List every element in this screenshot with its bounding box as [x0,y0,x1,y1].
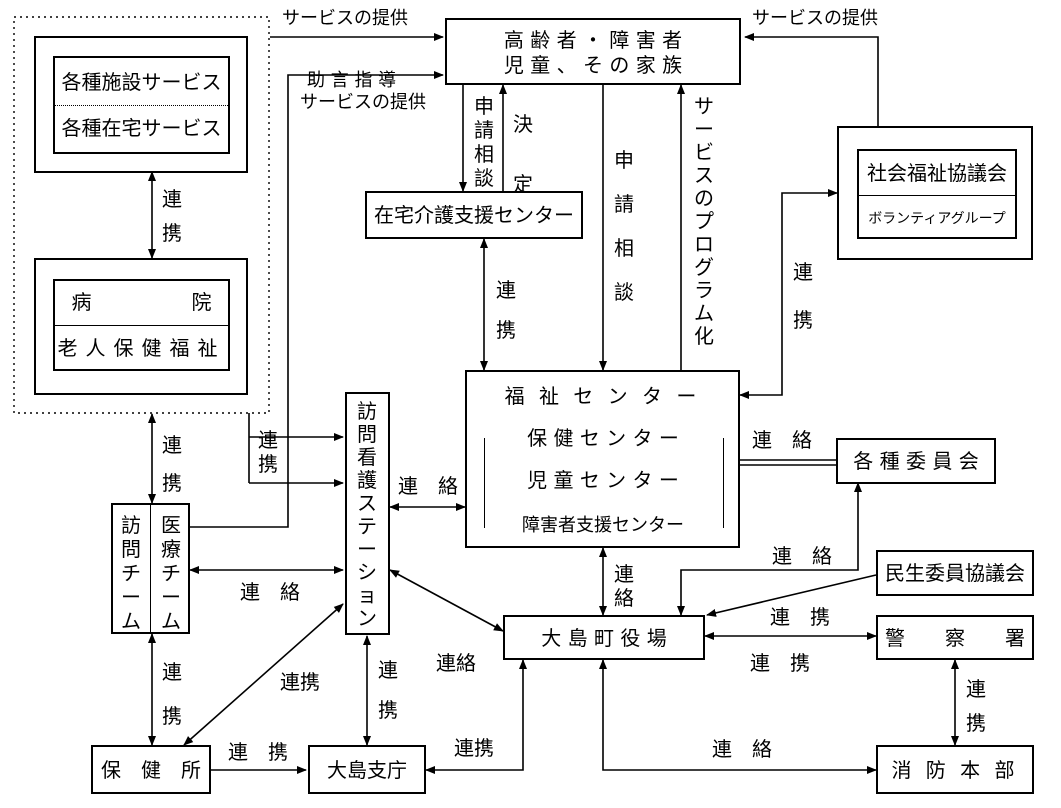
team-divider [150,505,151,632]
elderly-welfare-label: 老人保健福祉 [57,336,226,360]
public-health-center-label: 保 健 所 [101,758,201,782]
home-care-support-center-label: 在宅介護支援センター [374,203,574,227]
visiting-team-label: 訪問チーム [121,513,141,633]
shakai-link-label: 連携 [793,260,813,332]
hospital-label: 病 院 [71,290,212,314]
committees-label: 各 種 委 員 会 [853,449,979,473]
apply-consult-mid-label: 申請相談 [614,148,634,304]
police-station-label: 警 察 署 [885,626,1025,650]
welfare-center-label: 福 祉 セ ン タ ー [504,384,701,408]
station-shicho-link-label: 連携 [378,658,398,722]
hospital-team-link-label: 連携 [162,433,182,495]
welfare-commissioners-council-label: 民生委員協議会 [885,561,1025,585]
minsei-link-label: 連 携 [770,605,830,629]
facility-service-label: 各種施設サービス [61,70,222,94]
health-center-label: 保 健 セ ン タ ー [487,426,719,450]
fire-headquarters-box: 消 防 本 部 [876,745,1034,794]
disabled-support-center-label: 障害者支援センター [487,514,719,538]
team-hokenjo-link-label: 連携 [162,660,182,728]
advice-label-2: サービスの提供 [300,92,426,113]
team-station-contact-label: 連 絡 [240,580,300,604]
sub-center-bracket [484,438,724,528]
welfare-town-contact-label: 連絡 [614,562,634,610]
public-health-center-box: 保 健 所 [91,745,211,794]
fire-headquarters-label: 消 防 本 部 [891,758,1019,782]
home-service-label: 各種在宅サービス [61,116,222,140]
police-link-label: 連 携 [750,651,810,675]
committees-box: 各 種 委 員 会 [836,438,996,484]
station-welfare-contact-label: 連 絡 [398,474,458,498]
hospital-divider [55,325,228,326]
top-box-line2: 児 童 、 そ の 家 族 [503,53,683,77]
welfare-committee-contact-label: 連 絡 [752,428,812,452]
station-hokenjo-link-label: 連携 [280,670,320,694]
decision-label: 決定 [513,112,533,196]
social-welfare-council-box: 社会福祉協議会 ボランティアグループ [857,149,1017,239]
welfare-center-box: 福 祉 セ ン タ ー 保 健 セ ン タ ー 児 童 セ ン タ ー 障害者支… [465,370,740,548]
police-fire-link-label: 連携 [966,677,986,735]
station-town-contact-label: 連絡 [436,651,476,675]
visiting-nursing-station-box: 訪問看護ステーション [345,392,390,635]
committee-town-contact-label: 連 絡 [772,544,832,568]
volunteer-group-label: ボランティアグループ [868,211,1006,227]
home-care-support-center-box: 在宅介護支援センター [365,191,583,239]
service-right-label: サービスの提供 [752,8,878,29]
police-station-box: 警 察 署 [876,615,1034,660]
social-welfare-divider [859,195,1015,196]
elderly-disabled-families-box: 高 齢 者 ・ 障 害 者 児 童 、 そ の 家 族 [445,18,741,85]
medical-team-label: 医療チーム [161,513,181,633]
child-center-label: 児 童 セ ン タ ー [527,468,679,492]
service-left-label: サービスの提供 [282,8,408,29]
station-left-link-label: 連携 [258,428,278,476]
town-fire-contact-label: 連 絡 [712,737,772,761]
oshima-town-office-label: 大 島 町 役 場 [541,626,667,650]
welfare-commissioners-council-box: 民生委員協議会 [876,550,1034,596]
facility-divider [55,105,228,106]
hospital-inner-box: 病 院 老人保健福祉 [53,279,230,371]
shicho-town-link-label: 連携 [454,736,494,760]
program-label: サービスのプログラム化 [694,94,714,348]
visiting-medical-team-box: 訪問チーム 医療チーム [111,503,190,634]
zaitaku-link-label: 連携 [496,278,516,342]
oshima-town-office-box: 大 島 町 役 場 [503,615,705,660]
oshima-branch-office-label: 大島支庁 [327,758,407,782]
top-box-line1: 高 齢 者 ・ 障 害 者 [503,28,683,52]
advice-label-1: 助 言 指 導 [307,70,397,91]
hokenjo-shicho-link-label: 連 携 [228,740,288,764]
oshima-branch-office-box: 大島支庁 [308,745,426,794]
visiting-nursing-station-label: 訪問看護ステーション [357,399,377,630]
social-welfare-council-label: 社会福祉協議会 [867,161,1007,185]
left-group-link-label: 連携 [162,187,182,245]
apply-consult-left-label: 申請相談 [474,94,494,190]
facility-service-inner-box: 各種施設サービス 各種在宅サービス [53,56,230,154]
